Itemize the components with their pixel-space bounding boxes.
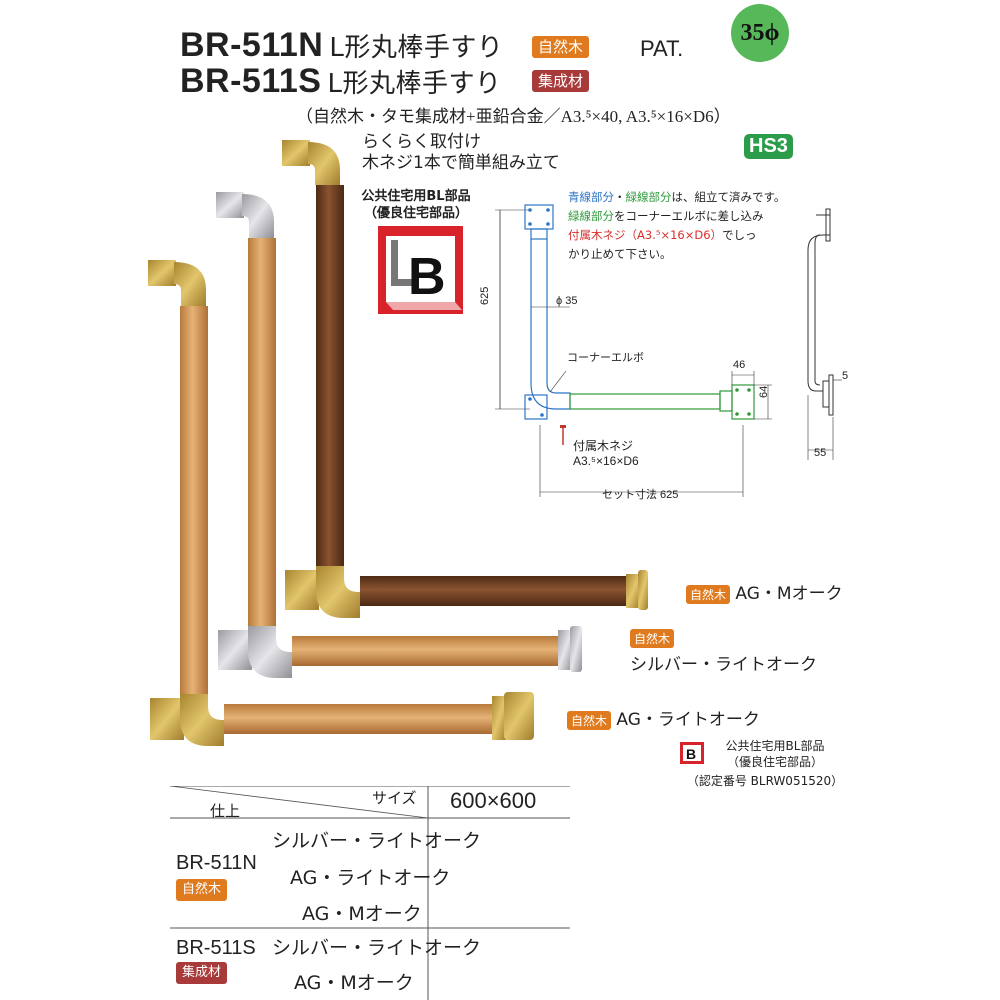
dim-phi35: ϕ 35 bbox=[556, 295, 578, 307]
screw-label: 付属木ネジ bbox=[573, 439, 634, 453]
natural-wood-badge: 自然木 bbox=[176, 879, 228, 901]
laminated-wood-badge: 集成材 bbox=[176, 962, 228, 984]
table-model-br-511s: BR-511S bbox=[176, 937, 256, 959]
svg-text:B: B bbox=[408, 248, 446, 306]
natural-wood-badge: 自然木 bbox=[686, 584, 731, 604]
product-name: L形丸棒手すり bbox=[327, 69, 502, 99]
bl-cert-number: （認定番号 BLRW051520） bbox=[686, 774, 844, 788]
natural-wood-badge: 自然木 bbox=[630, 629, 675, 648]
bl-part-line-1: 公共住宅用BL部品 bbox=[361, 189, 471, 204]
green-line-text: 緑線部分 bbox=[568, 209, 614, 223]
feature-one-screw: 木ネジ1本で簡単組み立て bbox=[362, 153, 560, 173]
feature-easy-install: らくらく取付け bbox=[362, 132, 481, 152]
dim-5: 5 bbox=[842, 370, 849, 382]
bl-small-line-1: 公共住宅用BL部品 bbox=[725, 739, 825, 753]
bl-part-line-2: （優良住宅部品） bbox=[363, 206, 468, 221]
bl-small-line-2: （優良住宅部品） bbox=[726, 755, 823, 769]
bl-logo-icon: B bbox=[386, 236, 462, 310]
corner-elbow-label: コーナーエルボ bbox=[567, 352, 644, 364]
note-text: をコーナーエルボに差し込み bbox=[614, 209, 764, 223]
separator: ・ bbox=[614, 190, 626, 204]
table-finish: AG・ライトオーク bbox=[290, 867, 451, 889]
note-text: でしっ bbox=[722, 228, 757, 242]
variant-silver-light-oak: 自然木 bbox=[630, 628, 675, 648]
dim-55: 55 bbox=[814, 447, 827, 459]
handrail-silver-light-oak bbox=[216, 192, 582, 678]
bl-logo: B bbox=[378, 226, 463, 314]
note-text: かり止めて下さい。 bbox=[568, 247, 672, 261]
variant-label: AG・Mオーク bbox=[735, 584, 843, 604]
table-finish: AG・Mオーク bbox=[294, 972, 414, 994]
table-header-size: サイズ bbox=[372, 789, 417, 807]
dim-64: 64 bbox=[758, 385, 770, 398]
material-spec: （自然木・タモ集成材+亜鉛合金／A3.⁵×40, A3.⁵×16×D6） bbox=[296, 107, 731, 126]
handrail-photos bbox=[148, 140, 648, 746]
product-name: L形丸棒手すり bbox=[329, 33, 504, 63]
variant-ag-light-oak: 自然木 AG・ライトオーク bbox=[567, 705, 760, 730]
hs3-badge: HS3 bbox=[744, 134, 793, 159]
table-finish: シルバー・ライトオーク bbox=[272, 937, 482, 959]
handrail-ag-m-oak bbox=[282, 140, 648, 618]
assembly-note: 青線部分・緑線部分は、組立て済みです。 緑線部分をコーナーエルボに差し込み 付属… bbox=[568, 188, 808, 264]
table-finish: シルバー・ライトオーク bbox=[272, 830, 482, 852]
bl-part-label: 公共住宅用BL部品 （優良住宅部品） bbox=[358, 188, 474, 222]
table-model-br-511n: BR-511N bbox=[176, 852, 257, 874]
patent-label: PAT. bbox=[640, 36, 684, 61]
table-finish: AG・Mオーク bbox=[302, 903, 422, 925]
svg-text:B: B bbox=[686, 746, 696, 762]
table-size-value: 600×600 bbox=[450, 788, 537, 813]
variant-ag-m-oak: 自然木 AG・Mオーク bbox=[686, 579, 843, 604]
laminated-wood-badge: 集成材 bbox=[532, 70, 590, 92]
model-number: BR-511N bbox=[180, 26, 324, 64]
diameter-badge: 35ϕ bbox=[731, 4, 789, 62]
natural-wood-badge: 自然木 bbox=[567, 710, 612, 730]
screw-spec-text: 付属木ネジ（A3.⁵×16×D6） bbox=[568, 228, 723, 242]
bl-small-note: 公共住宅用BL部品 （優良住宅部品） bbox=[700, 738, 850, 770]
bl-logo-small-icon: B bbox=[680, 742, 704, 764]
size-table-lines bbox=[170, 786, 570, 1000]
dim-46: 46 bbox=[733, 359, 746, 371]
note-text: は、組立て済みです。 bbox=[671, 190, 786, 204]
variant-label: AG・ライトオーク bbox=[616, 710, 760, 730]
technical-drawing bbox=[495, 204, 842, 497]
set-dimension-label: セット寸法 625 bbox=[602, 489, 679, 501]
natural-wood-badge: 自然木 bbox=[532, 36, 590, 58]
variant-label: シルバー・ライトオーク bbox=[630, 655, 817, 675]
table-header-finish: 仕上 bbox=[210, 802, 241, 820]
screw-spec-label: A3.⁵×16×D6 bbox=[573, 454, 639, 468]
blue-line-text: 青線部分 bbox=[568, 190, 614, 204]
green-line-text: 緑線部分 bbox=[625, 190, 672, 204]
model-number: BR-511S bbox=[180, 62, 322, 100]
handrail-ag-light-oak bbox=[148, 260, 534, 746]
